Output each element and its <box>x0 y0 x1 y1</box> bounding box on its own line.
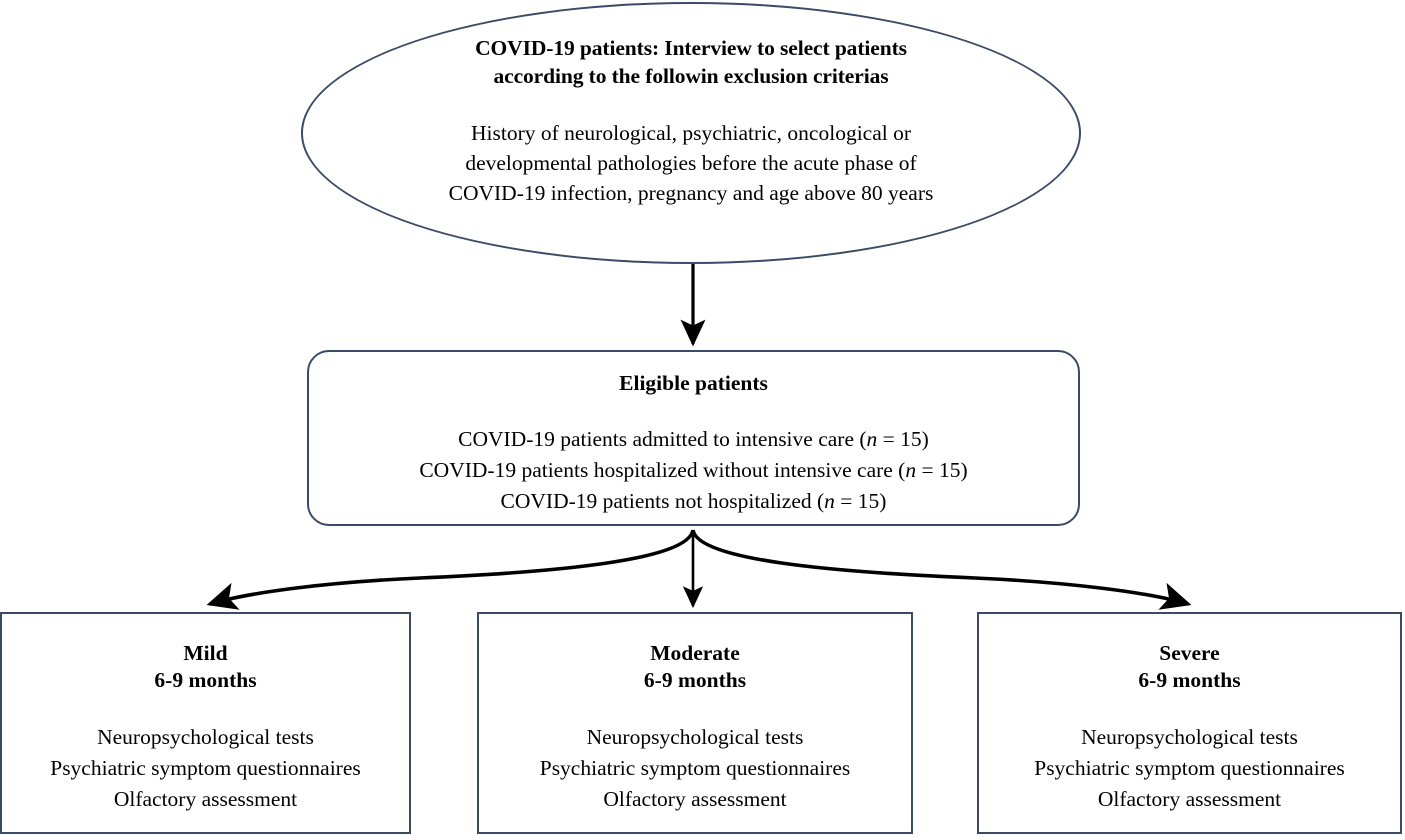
assessment-item: Neuropsychological tests <box>97 725 314 749</box>
assessment-item: Psychiatric symptom questionnaires <box>539 756 851 780</box>
node-outcome-mild: Mild 6-9 months Neuropsychological tests… <box>0 612 411 834</box>
screening-body-line2: developmental pathologies before the acu… <box>465 151 917 175</box>
eligible-row-stat-symbol: n <box>905 458 917 482</box>
outcome-title: Moderate 6-9 months <box>644 640 746 694</box>
assessment-item: Olfactory assessment <box>113 787 298 811</box>
eligible-row-stat-value: = 15) <box>877 427 929 451</box>
screening-title-line2: according to the followin exclusion crit… <box>493 64 889 88</box>
assessment-item: Neuropsychological tests <box>586 725 804 749</box>
eligible-row-text: COVID-19 patients not hospitalized ( <box>500 489 825 513</box>
screening-title: COVID-19 patients: Interview to select p… <box>411 34 971 90</box>
eligible-row-text: COVID-19 patients hospitalized without i… <box>419 458 906 482</box>
outcome-severity-label: Mild <box>183 641 228 665</box>
eligible-row-stat-symbol: n <box>866 427 878 451</box>
assessment-item: Olfactory assessment <box>603 787 787 811</box>
eligible-row: COVID-19 patients not hospitalized (n = … <box>419 486 967 517</box>
screening-body-line3: COVID-19 infection, pregnancy and age ab… <box>448 181 934 205</box>
eligible-title: Eligible patients <box>619 371 768 395</box>
outcome-timeframe-label: 6-9 months <box>154 668 257 692</box>
eligible-row-text: COVID-19 patients admitted to intensive … <box>458 427 867 451</box>
eligible-row-stat-symbol: n <box>824 489 835 513</box>
node-outcome-moderate: Moderate 6-9 months Neuropsychological t… <box>477 612 913 834</box>
assessment-item: Olfactory assessment <box>1097 787 1282 811</box>
outcome-title: Mild 6-9 months <box>154 640 256 694</box>
outcome-title: Severe 6-9 months <box>1138 640 1240 694</box>
edge-eligible-to-severe <box>691 529 1192 610</box>
outcome-assessment-list: Neuropsychological tests Psychiatric sym… <box>1034 722 1345 815</box>
node-screening-ellipse: COVID-19 patients: Interview to select p… <box>301 2 1081 264</box>
eligible-row-stat-value: = 15) <box>916 458 968 482</box>
node-eligible-patients: Eligible patients COVID-19 patients admi… <box>307 350 1080 526</box>
eligible-body: COVID-19 patients admitted to intensive … <box>419 424 967 517</box>
screening-title-line1: COVID-19 patients: Interview to select p… <box>475 36 907 60</box>
outcome-assessment-list: Neuropsychological tests Psychiatric sym… <box>50 722 361 815</box>
node-outcome-severe: Severe 6-9 months Neuropsychological tes… <box>977 612 1402 834</box>
edge-eligible-to-mild <box>206 529 695 610</box>
screening-body: History of neurological, psychiatric, on… <box>381 118 1001 208</box>
outcome-timeframe-label: 6-9 months <box>1138 668 1241 692</box>
outcome-timeframe-label: 6-9 months <box>643 668 747 692</box>
outcome-severity-label: Moderate <box>650 641 740 665</box>
outcome-assessment-list: Neuropsychological tests Psychiatric sym… <box>540 722 851 815</box>
assessment-item: Neuropsychological tests <box>1081 725 1298 749</box>
screening-body-line1: History of neurological, psychiatric, on… <box>470 121 912 145</box>
outcome-severity-label: Severe <box>1159 641 1220 665</box>
assessment-item: Psychiatric symptom questionnaires <box>1034 756 1345 780</box>
eligible-row-stat-value: = 15) <box>834 489 887 513</box>
eligible-row: COVID-19 patients admitted to intensive … <box>419 424 967 455</box>
assessment-item: Psychiatric symptom questionnaires <box>50 756 361 780</box>
eligible-row: COVID-19 patients hospitalized without i… <box>419 455 967 486</box>
